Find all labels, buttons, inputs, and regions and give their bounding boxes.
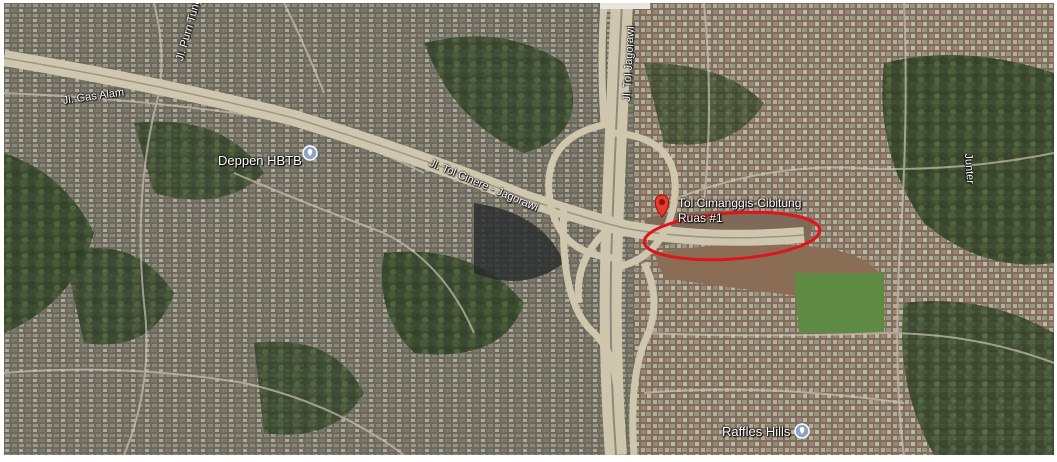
interchange-ramps bbox=[545, 3, 679, 455]
pin-label[interactable]: Tol Cimanggis-Cibitung Ruas #1 bbox=[678, 196, 801, 226]
satellite-imagery bbox=[4, 3, 1054, 455]
highlight-ellipse bbox=[642, 210, 822, 262]
place-marker-icon bbox=[794, 423, 810, 439]
poi-label-deppen-hbtb[interactable]: Deppen HBTB bbox=[218, 153, 302, 168]
place-marker-icon bbox=[302, 145, 318, 161]
pin-label-line1: Tol Cimanggis-Cibitung bbox=[678, 196, 802, 210]
pin-label-line2: Ruas #1 bbox=[678, 211, 723, 225]
poi-label-raffles-hills[interactable]: Raffles Hills bbox=[722, 424, 791, 439]
satellite-map[interactable]: Jl. Gas Alam Jl. Purn Tung Jl. Tol Ciner… bbox=[4, 3, 1054, 455]
road-label-junter: Junter bbox=[962, 153, 977, 185]
map-pin-icon bbox=[654, 194, 670, 218]
